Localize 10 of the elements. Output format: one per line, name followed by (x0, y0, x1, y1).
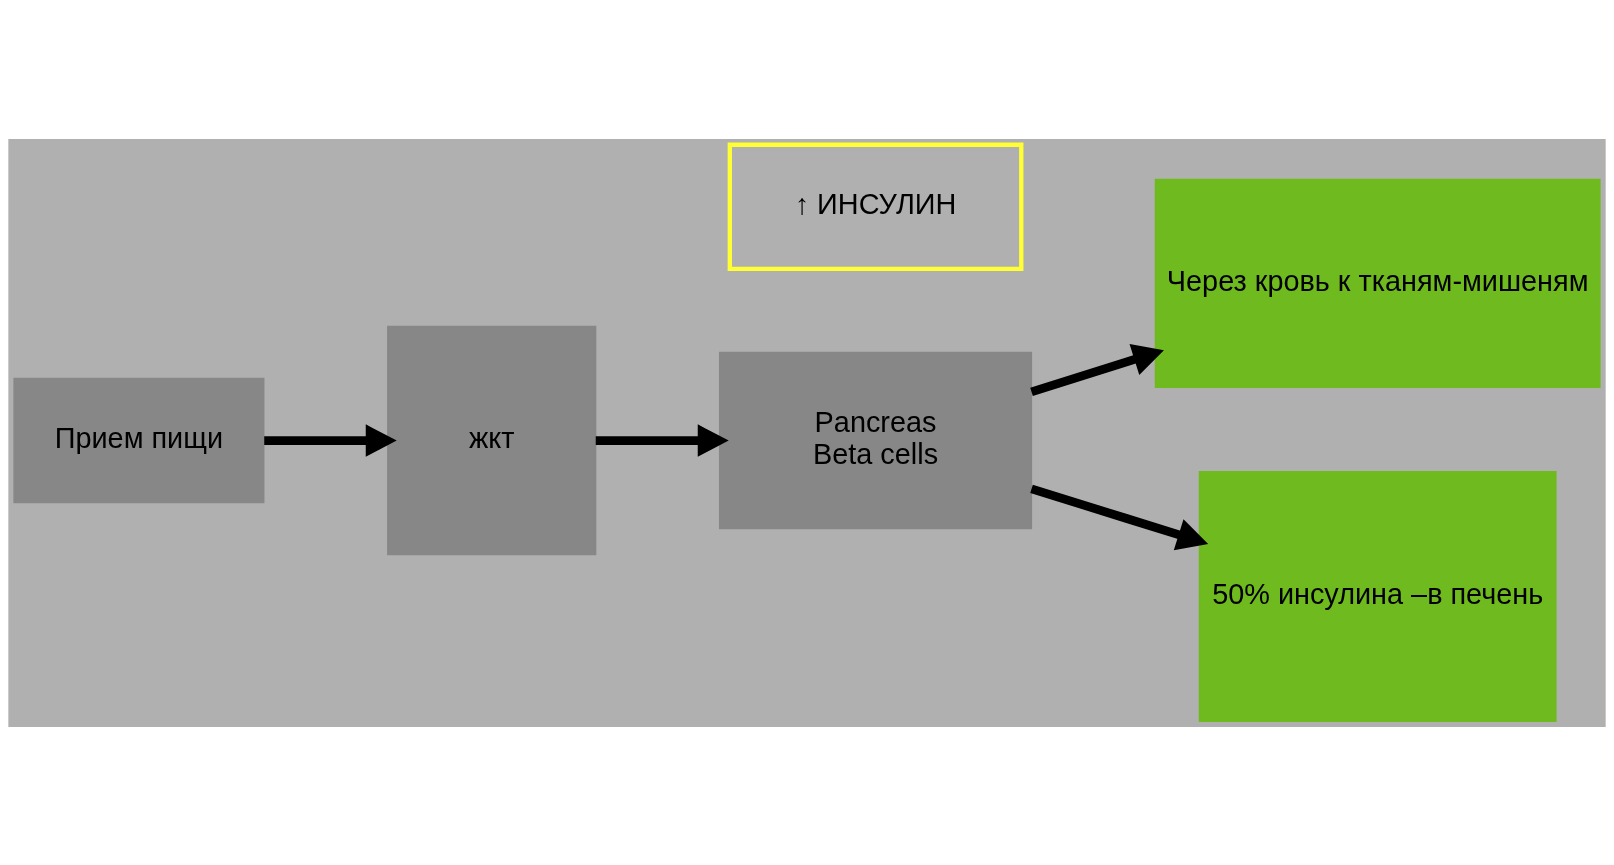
arrow (1030, 484, 1209, 550)
node-box: Через кровь к тканям-мишеням (1154, 178, 1601, 388)
arrow (595, 423, 729, 457)
arrow (1030, 343, 1164, 396)
node-box: Pancreas Beta cells (719, 351, 1033, 529)
node-box: жкт (387, 325, 597, 555)
node-box: ↑ ИНСУЛИН (727, 142, 1024, 271)
arrow (264, 423, 397, 457)
node-box: 50% инсулина –в печень (1198, 470, 1557, 722)
node-box: Прием пищи (13, 377, 265, 503)
